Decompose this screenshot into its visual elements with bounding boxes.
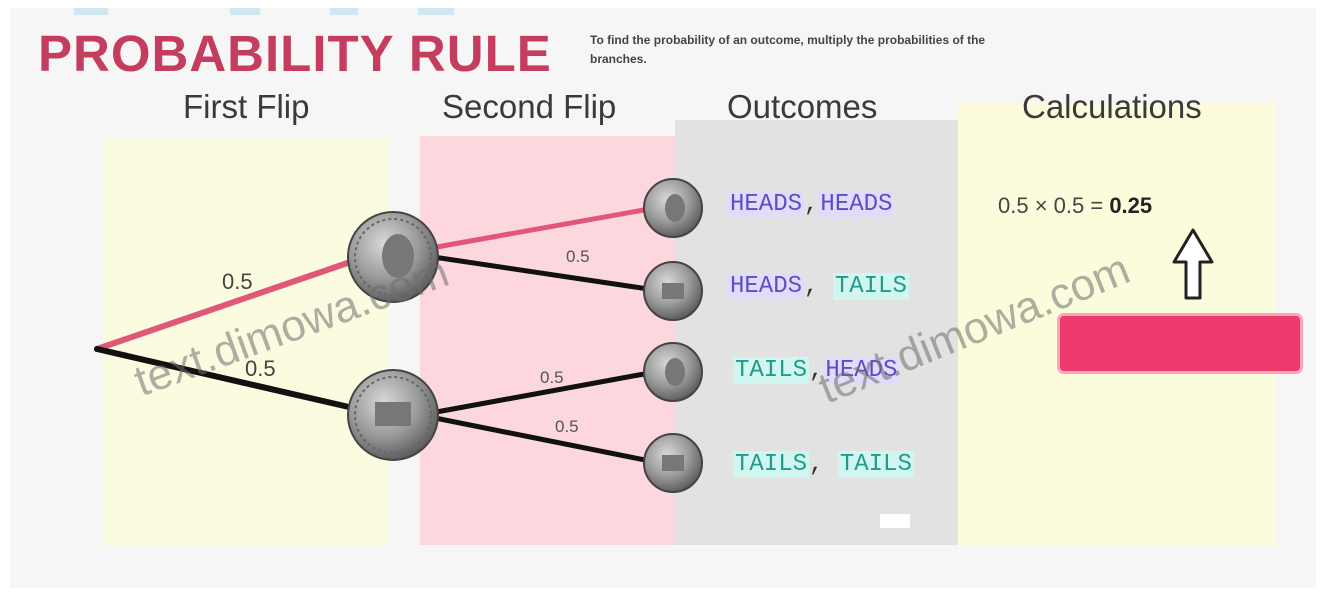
- outcome-sep: ,: [804, 191, 819, 218]
- coin-icon: [347, 211, 439, 303]
- outcome-first: TAILS: [733, 451, 810, 478]
- branch-heads-tails: [417, 252, 658, 293]
- outcomes-heading: Outcomes: [727, 88, 878, 125]
- outcome-sep: ,: [804, 273, 819, 300]
- first-flip-heading: First Flip: [183, 88, 310, 125]
- outcome-second: HEADS: [823, 357, 900, 384]
- branch-tails-tails: [417, 412, 658, 465]
- page-subtitle: To find the probability of an outcome, m…: [590, 33, 986, 66]
- branch-first-tails: [94, 346, 365, 413]
- prob-label-heads-tails: 0.5: [566, 247, 590, 266]
- decor-swatch: [230, 8, 260, 15]
- coin-icon: [347, 369, 439, 461]
- prob-label-first-tails: 0.5: [245, 356, 276, 381]
- coin-icon: [643, 261, 703, 321]
- decor-swatch: [330, 8, 358, 15]
- outcome-sep: ,: [809, 451, 824, 478]
- calculation: 0.5 × 0.5 = 0.25: [998, 193, 1152, 219]
- up-arrow-icon: [1172, 228, 1214, 300]
- outcome-row: TAILS,HEADS: [733, 357, 900, 384]
- prob-label-tails-tails: 0.5: [555, 417, 579, 436]
- coin-icon: [643, 178, 703, 238]
- outcome-first: HEADS: [728, 191, 805, 218]
- calc-expression: 0.5 × 0.5 =: [998, 193, 1110, 218]
- page-title: PROBABILITY RULE: [38, 25, 552, 82]
- outcome-first: TAILS: [733, 357, 810, 384]
- outcome-second: TAILS: [837, 451, 914, 478]
- second-flip-heading: Second Flip: [442, 88, 617, 125]
- prob-label-first-heads: 0.5: [222, 269, 253, 294]
- outcome-row: HEADS,HEADS: [728, 191, 895, 218]
- branch-tails-heads: [417, 369, 658, 418]
- decor-swatch: [418, 8, 454, 15]
- outcome-first: HEADS: [728, 273, 805, 300]
- outcome-second: TAILS: [832, 273, 909, 300]
- callout-box: [1060, 316, 1300, 371]
- first-flip-column: [103, 138, 390, 545]
- calculations-heading: Calculations: [1022, 88, 1202, 125]
- coin-icon: [643, 433, 703, 493]
- calc-result: 0.25: [1109, 193, 1153, 218]
- branch-heads-heads: [417, 205, 658, 253]
- outcome-second: HEADS: [818, 191, 895, 218]
- decor-swatch: [74, 8, 108, 15]
- branch-first-heads: [94, 255, 365, 352]
- coin-icon: [643, 342, 703, 402]
- outcome-row: TAILS, TAILS: [733, 451, 914, 478]
- decor-square: [880, 514, 910, 528]
- second-flip-column: [420, 136, 675, 545]
- outcome-sep: ,: [809, 357, 824, 384]
- prob-label-tails-heads: 0.5: [540, 368, 564, 387]
- outcome-row: HEADS, TAILS: [728, 273, 909, 300]
